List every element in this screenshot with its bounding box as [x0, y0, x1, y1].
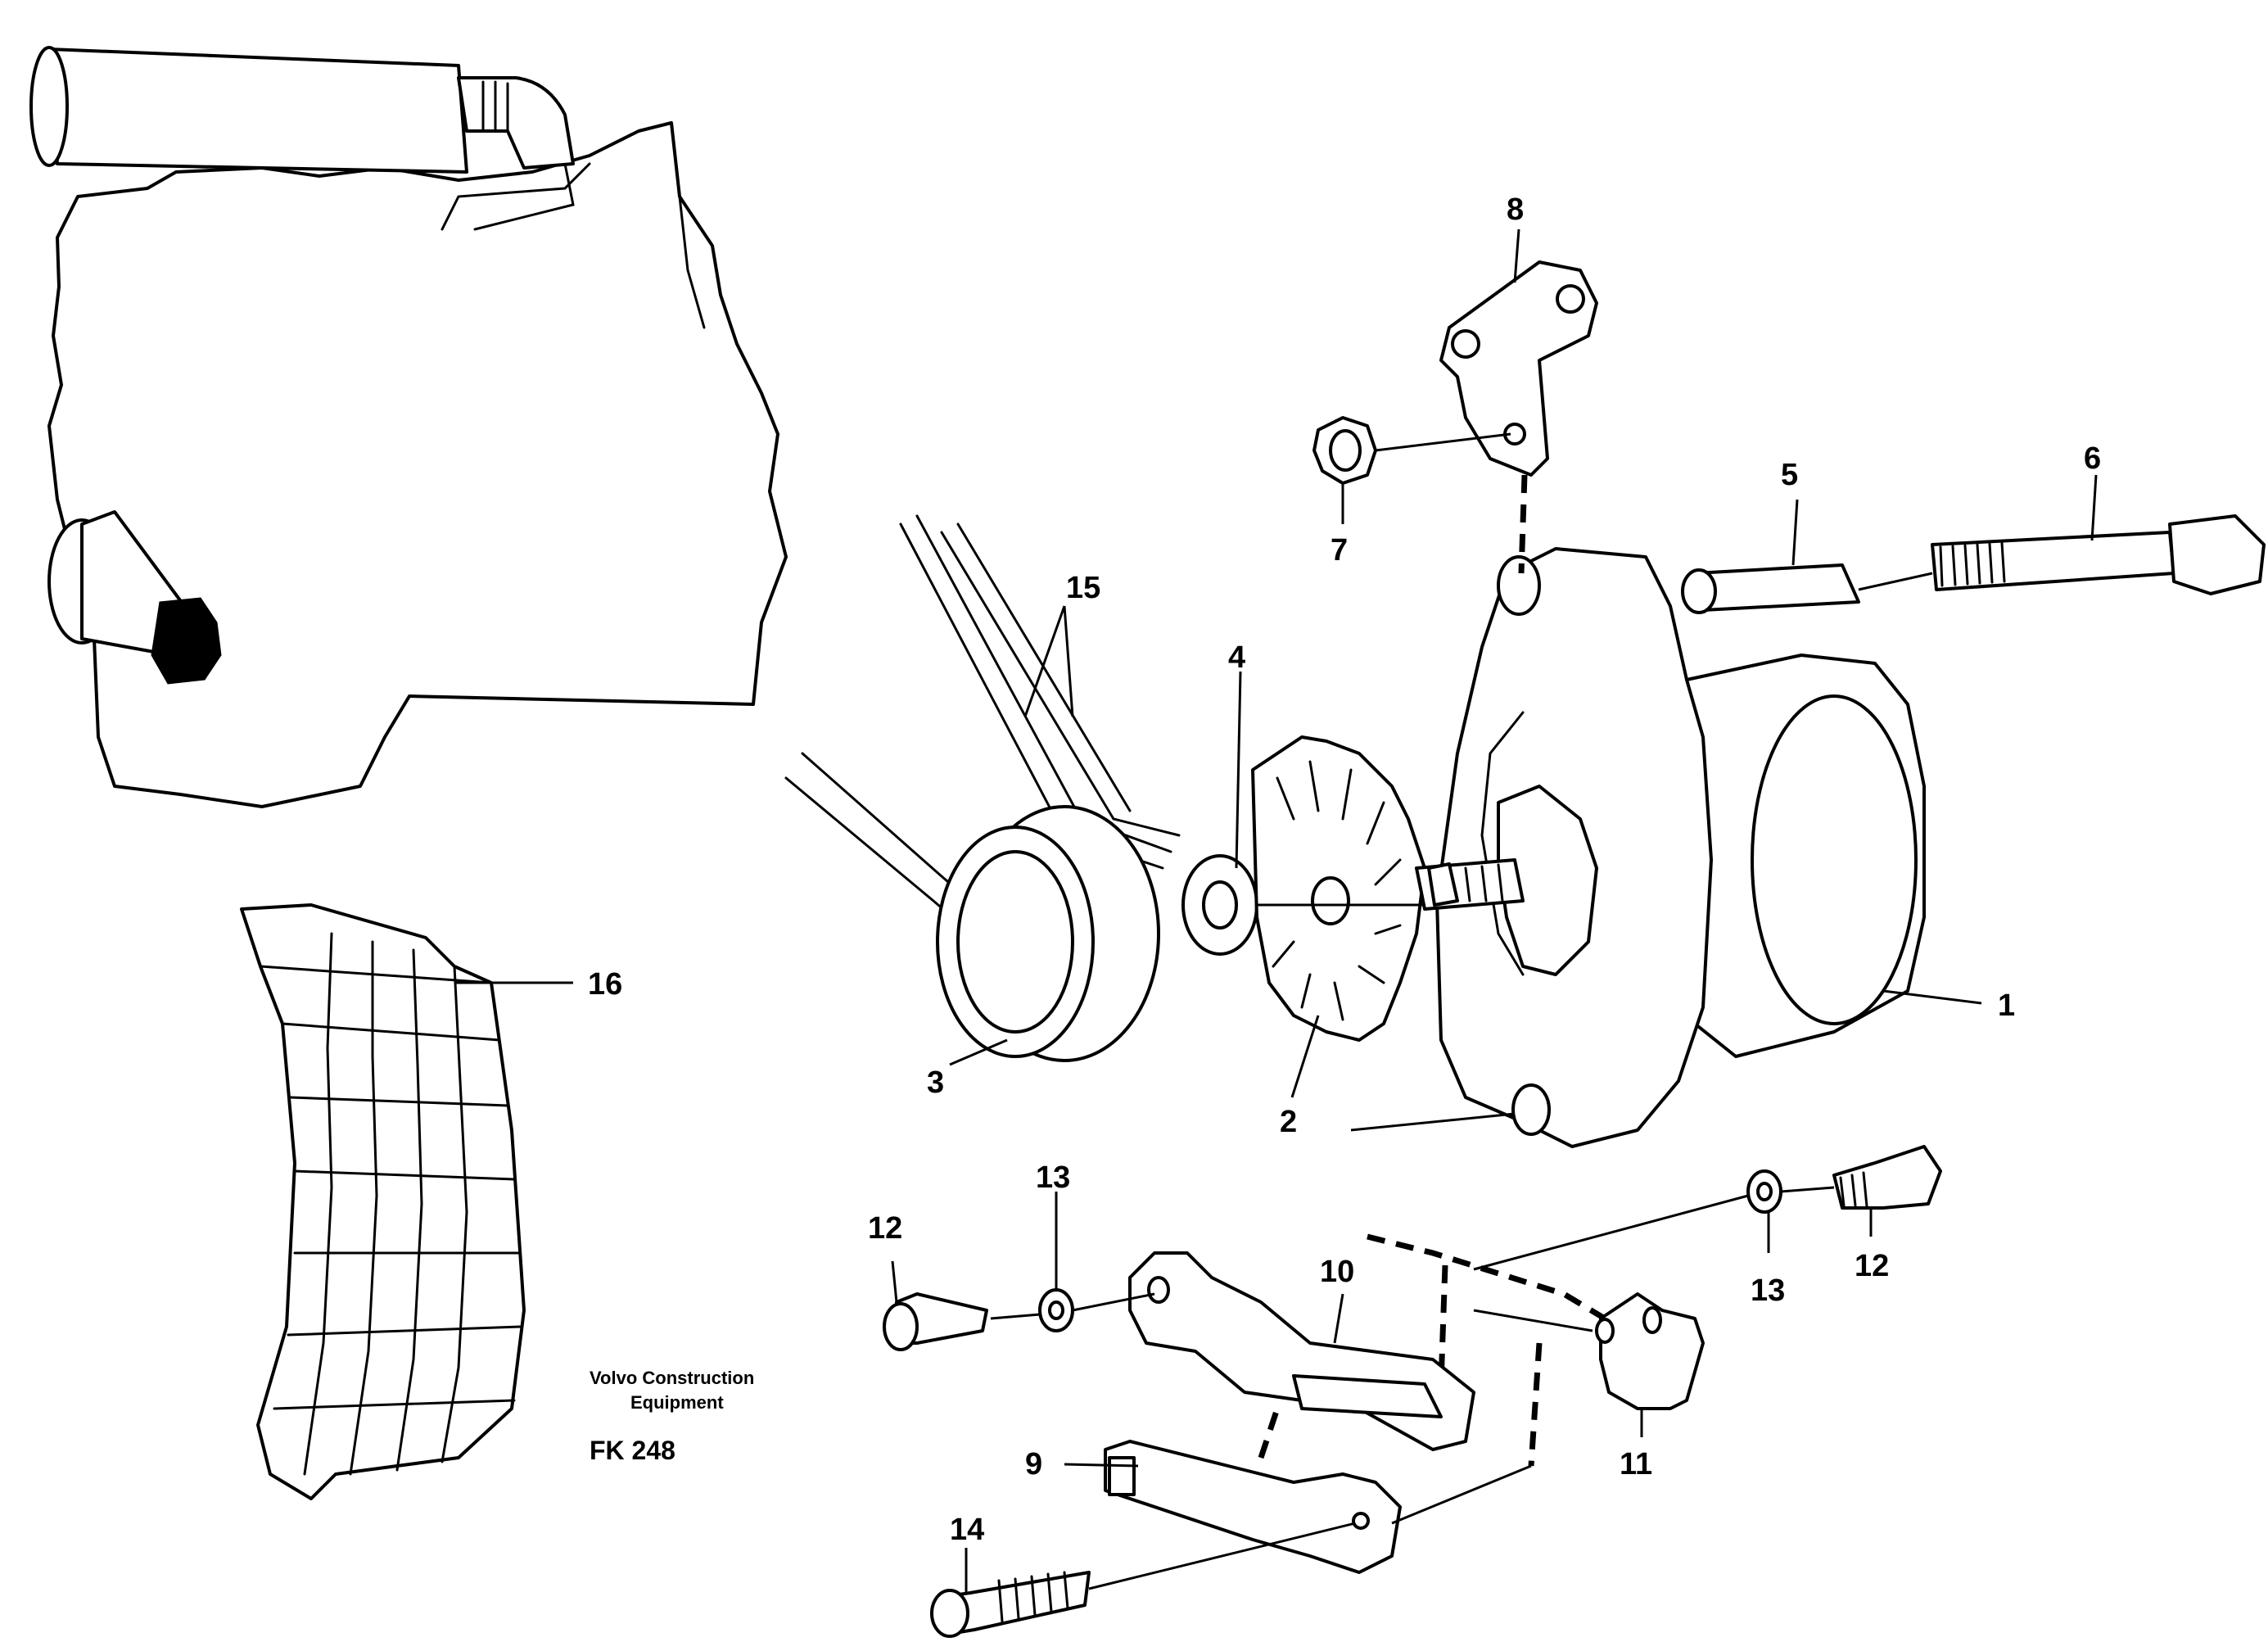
callout-12a: 12 [868, 1211, 902, 1246]
figure-code: FK 248 [590, 1436, 675, 1465]
callout-12b: 12 [1855, 1249, 1889, 1283]
long-bolt [1931, 514, 2266, 595]
callout-4: 4 [1228, 640, 1245, 675]
callout-3: 3 [927, 1065, 944, 1100]
callout-10: 10 [1320, 1255, 1354, 1289]
credit-line-2: Equipment [630, 1392, 724, 1413]
callout-6: 6 [2084, 441, 2101, 476]
credit-line-1: Volvo Construction [590, 1368, 754, 1388]
alternator [1415, 547, 1926, 1148]
spacer-washer [1181, 854, 1258, 956]
washer-right [1746, 1169, 1782, 1214]
engine-overview [29, 46, 788, 808]
callout-9: 9 [1025, 1447, 1042, 1481]
callout-14: 14 [950, 1513, 984, 1547]
callout-5: 5 [1781, 458, 1798, 492]
upper-bracket [1439, 260, 1598, 477]
bolt-left [883, 1292, 988, 1351]
spacer-sleeve [1681, 563, 1860, 614]
callout-2: 2 [1280, 1105, 1297, 1139]
bolt-14 [930, 1571, 1091, 1638]
hex-nut [1312, 416, 1377, 485]
callout-16: 16 [588, 967, 622, 1002]
lower-bracket [1104, 1440, 1402, 1574]
callout-15: 15 [1066, 571, 1100, 605]
callout-8: 8 [1507, 192, 1524, 227]
callout-1: 1 [1998, 988, 2015, 1023]
washer-left [1038, 1288, 1074, 1332]
pulley [936, 805, 1160, 1062]
callout-13b: 13 [1751, 1273, 1785, 1308]
bolt-right [1832, 1145, 1942, 1210]
callout-7: 7 [1331, 533, 1348, 568]
clevis-bracket [1595, 1292, 1705, 1410]
callout-13a: 13 [1036, 1160, 1070, 1195]
callout-11: 11 [1620, 1447, 1652, 1481]
grille-guard [240, 903, 526, 1500]
adjuster-arm [1128, 1251, 1475, 1451]
cooling-fan [1251, 735, 1426, 1042]
